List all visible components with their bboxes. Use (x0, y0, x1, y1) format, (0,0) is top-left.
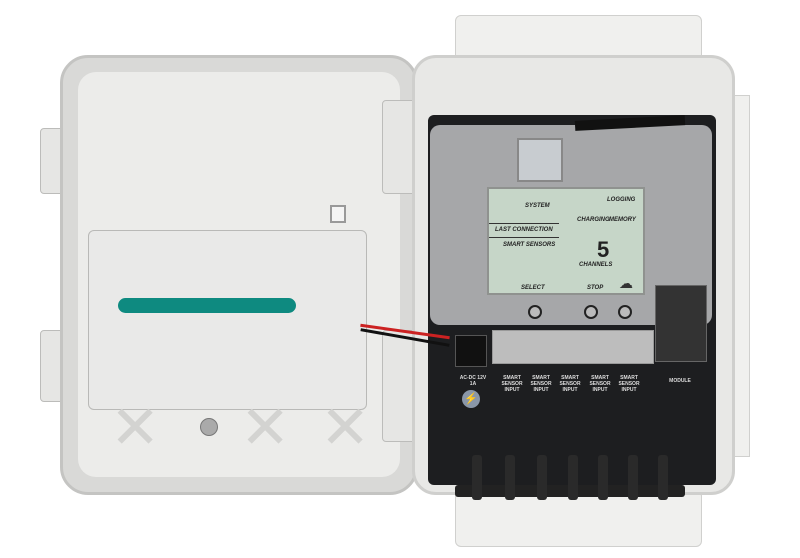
cable-gland (658, 455, 668, 500)
lid-clip (330, 205, 346, 223)
lid-rib: ✕ (320, 394, 371, 461)
sensor-port-block (492, 330, 654, 364)
sensor-window (517, 138, 563, 182)
lcd-smart-sensors: SMART SENSORS (503, 242, 556, 248)
lcd-select: SELECT (521, 285, 545, 291)
lcd-memory: MEMORY (609, 217, 636, 223)
lcd-display: SYSTEM LOGGING CHARGING MEMORY LAST CONN… (487, 187, 645, 295)
cable-gland (598, 455, 608, 500)
lcd-last-connection: LAST CONNECTION (495, 227, 553, 233)
lid-rib: ✕ (110, 394, 161, 461)
battery-pack (88, 230, 367, 410)
screw (200, 418, 218, 436)
power-jack[interactable] (455, 335, 487, 367)
cable-gland (505, 455, 515, 500)
cable-gland (472, 455, 482, 500)
stop-button[interactable] (584, 305, 598, 319)
module-socket (655, 285, 707, 362)
module-label: MODULE (669, 378, 691, 384)
lcd-divider (489, 223, 559, 224)
select-button[interactable] (528, 305, 542, 319)
port-label-4: SMART SENSOR INPUT (589, 375, 611, 393)
cloud-icon: ☁ (619, 275, 633, 291)
mounting-bracket-top (455, 15, 702, 62)
port-label-1: SMART SENSOR INPUT (501, 375, 523, 393)
lcd-channel-count: 5 (597, 237, 610, 262)
power-icon: ⚡ (462, 390, 480, 408)
lcd-divider (489, 237, 559, 238)
lcd-logging: LOGGING (607, 197, 636, 203)
lcd-charging: CHARGING (577, 217, 610, 223)
cable-gland (537, 455, 547, 500)
cloud-button[interactable] (618, 305, 632, 319)
port-label-5: SMART SENSOR INPUT (618, 375, 640, 393)
cable-gland (628, 455, 638, 500)
lcd-stop: STOP (587, 285, 604, 291)
lcd-system: SYSTEM (525, 203, 550, 209)
battery-indicator-slot (118, 298, 296, 313)
port-label-2: SMART SENSOR INPUT (530, 375, 552, 393)
cable-gland (568, 455, 578, 500)
port-label-3: SMART SENSOR INPUT (559, 375, 581, 393)
power-label: AC-DC 12V 1A (459, 375, 487, 387)
lid-rib: ✕ (240, 394, 291, 461)
lcd-channels: CHANNELS (579, 262, 613, 268)
